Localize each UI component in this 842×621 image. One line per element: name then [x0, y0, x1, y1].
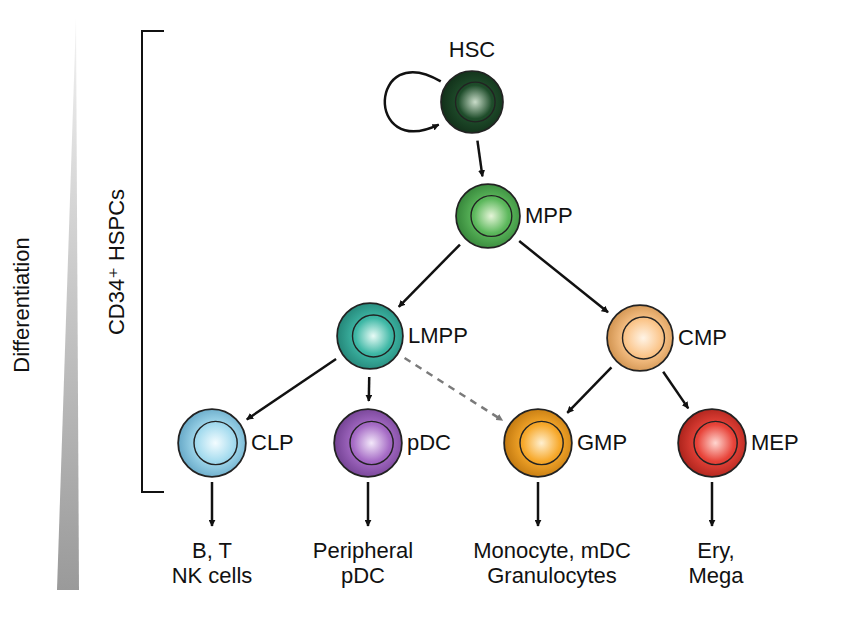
output-label: Peripheral pDC	[307, 538, 419, 589]
cell-shape	[605, 303, 675, 373]
cell-label: CLP	[251, 432, 294, 454]
output-arrows	[212, 482, 712, 526]
lineage-arrow	[399, 245, 460, 307]
output-label: NK cells	[152, 563, 272, 588]
cell-label: CMP	[678, 327, 727, 349]
cell-shape	[454, 182, 522, 250]
cell-label: MPP	[525, 205, 573, 227]
lineage-arrow	[477, 141, 482, 177]
lineage-arrow	[368, 377, 371, 401]
lineage-arrow	[663, 372, 688, 409]
cell-circle: GMP	[502, 407, 574, 479]
dashed-arrow	[405, 358, 503, 420]
cell-label: GMP	[577, 432, 627, 454]
output-label: Monocyte, mDC Granulocytes	[465, 538, 640, 589]
cell-circle: MEP	[676, 407, 748, 479]
bracket-label: CD34⁺ HSPCs	[106, 189, 128, 335]
axis-label: Differentiation	[11, 237, 33, 372]
cell-label: MEP	[751, 432, 799, 454]
cell-circle: pDC	[332, 407, 404, 479]
lineage-arrow	[247, 359, 336, 419]
cell-shape	[439, 69, 505, 135]
lineage-arrow	[385, 72, 441, 131]
cell-label: pDC	[407, 432, 451, 454]
cell-shape	[502, 407, 574, 479]
differentiation-wedge	[57, 18, 79, 590]
cell-label: LMPP	[408, 325, 468, 347]
hspc-bracket	[142, 31, 164, 492]
cell-circle: LMPP	[335, 301, 405, 371]
lineage-arrow	[567, 367, 611, 412]
cell-shape	[176, 407, 248, 479]
output-label: Ery, Mega	[685, 538, 747, 589]
cell-shape	[676, 407, 748, 479]
cell-circle: MPP	[454, 182, 522, 250]
cell-circle: CLP	[176, 407, 248, 479]
cell-shape	[335, 301, 405, 371]
cell-circle: HSC	[439, 69, 505, 135]
cell-circle: CMP	[605, 303, 675, 373]
cell-shape	[332, 407, 404, 479]
output-label: B, T	[152, 538, 272, 563]
lineage-arrow	[519, 241, 608, 312]
cell-label: HSC	[449, 39, 495, 61]
